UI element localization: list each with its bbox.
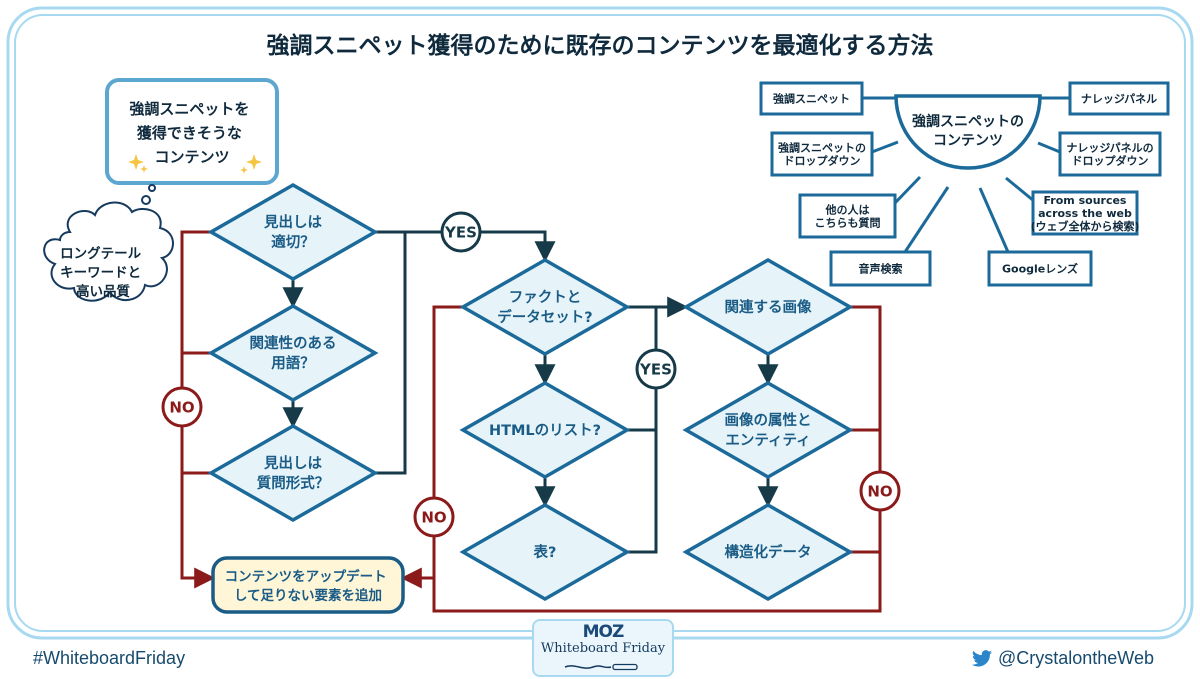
hub-item-label: ナレッジパネル xyxy=(1081,93,1157,106)
page-title: 強調スニペット獲得のために既存のコンテンツを最適化する方法 xyxy=(267,32,934,59)
twitter-handle: @CrystalontheWeb xyxy=(971,648,1154,669)
hub-spoke xyxy=(893,175,922,205)
decision-diamond: 関連性のある用語？ xyxy=(207,303,379,403)
svg-text:ロングテール キーワードと 高い品質: ロングテール キーワードと 高い品質 xyxy=(60,245,146,300)
hub-center xyxy=(894,94,1042,170)
start-box-line: 獲得できそうな xyxy=(137,124,242,142)
hub-spoke xyxy=(1037,141,1061,154)
flow-shapes: 見出しは適切？ 関連性のある用語？ 見出しは質問形式？ ファクトとデータセット? HTM… xyxy=(161,182,901,602)
decision-diamond-label: 見出しは適切？ xyxy=(263,213,322,251)
decision-diamond-label: 関連性のある用語？ xyxy=(250,334,337,372)
hub-item-label: 他の人はこちらも質問 xyxy=(815,203,881,230)
decision-diamond: 見出しは適切？ xyxy=(207,182,379,282)
svg-text:NO: NO xyxy=(169,399,194,417)
connector xyxy=(375,232,407,475)
thought-line: キーワードと xyxy=(60,265,141,281)
snippet-types-hub: 強調スニペットのコンテンツ 強調スニペット強調スニペットのドロップダウン他の人はこ… xyxy=(759,81,1170,287)
decision-diamond-label: ファクトとデータセット? xyxy=(497,289,592,326)
hashtag-label: #WhiteboardFriday xyxy=(33,648,186,668)
hub-spoke xyxy=(978,187,1010,253)
hub-spoke xyxy=(871,140,899,154)
marker-pen-icon xyxy=(564,663,638,671)
thought-cloud: ロングテール キーワードと 高い品質 xyxy=(43,201,174,302)
decision-diamond-label: 構造化データ xyxy=(725,543,812,561)
connector xyxy=(432,305,882,613)
connector xyxy=(375,230,556,263)
thought-line: 高い品質 xyxy=(76,283,130,300)
decision-diamond: 表? xyxy=(459,502,631,602)
hub-item-label: ナレッジパネルのドロップダウン xyxy=(1066,142,1153,168)
update-box-line: コンテンツをアップデート xyxy=(225,568,387,585)
hub-item-box: 他の人はこちらも質問 xyxy=(798,193,897,239)
hub-item-label: 強調スニペットのドロップダウン xyxy=(778,141,866,168)
sparkle-icon xyxy=(128,154,148,173)
decision-diamond: HTMLのリスト? xyxy=(459,380,631,480)
decision-diamond: ファクトとデータセット? xyxy=(459,257,631,357)
svg-text:NO: NO xyxy=(867,483,892,501)
moz-subtitle: Whiteboard Friday xyxy=(540,641,666,656)
decision-diamond-label: 見出しは質問形式？ xyxy=(257,454,330,492)
yes-badge: YES xyxy=(440,211,482,253)
update-content-box: コンテンツをアップデート して足りない要素を追加 xyxy=(211,556,405,614)
decision-diamond: 関連する画像 xyxy=(682,257,854,357)
hub-item-label: Googleレンズ xyxy=(1002,262,1078,276)
hub-item-box: ナレッジパネル xyxy=(1068,81,1170,116)
hub-item-box: Googleレンズ xyxy=(987,250,1093,287)
decision-diamond-label: 表? xyxy=(534,543,557,561)
start-box: 強調スニペットを 獲得できそうな コンテンツ xyxy=(105,78,279,185)
decision-diamond-label: HTMLのリスト? xyxy=(489,423,601,439)
moz-logo: MOZ xyxy=(582,622,625,642)
start-box-line: 強調スニペットを xyxy=(129,100,249,118)
twitter-handle-text: @CrystalontheWeb xyxy=(997,648,1154,668)
decision-diamond-label: 画像の属性とエンティティ xyxy=(725,411,812,449)
no-badge: NO xyxy=(161,386,203,428)
moz-whiteboard-friday-badge: MOZ Whiteboard Friday xyxy=(532,619,674,677)
no-badge: NO xyxy=(859,470,901,512)
hub-spoke xyxy=(903,186,950,253)
decision-diamond: 構造化データ xyxy=(682,502,854,602)
decision-diamond: 画像の属性とエンティティ xyxy=(682,380,854,480)
update-box-line: して足りない要素を追加 xyxy=(234,587,382,604)
hub-item-box: 強調スニペット xyxy=(759,81,864,116)
svg-text:YES: YES xyxy=(639,361,672,379)
hub-item-label: 強調スニペット xyxy=(773,92,850,106)
svg-text:強調スニペットを 獲得できそうな コ: 強調スニペットを 獲得できそうな コンテンツ xyxy=(129,100,254,166)
no-badge: NO xyxy=(413,496,455,538)
twitter-bird-icon xyxy=(971,650,992,667)
hub-item-label: 音声検索 xyxy=(859,262,903,276)
start-box-line: コンテンツ xyxy=(154,148,229,166)
decision-diamond: 見出しは質問形式？ xyxy=(207,423,379,523)
hub-center-label: 強調スニペットのコンテンツ xyxy=(912,113,1024,149)
hub-item-box: ナレッジパネルのドロップダウン xyxy=(1058,131,1162,177)
decision-diamond-label: 関連する画像 xyxy=(725,298,812,316)
thought-line: ロングテール xyxy=(60,245,141,262)
svg-text:コンテンツをアップデート して足りない要素を追加: コンテンツをアップデート して足りない要素を追加 xyxy=(225,568,392,604)
sparkle-icon xyxy=(240,154,262,174)
svg-text:YES: YES xyxy=(444,224,477,242)
hub-item-box: 強調スニペットのドロップダウン xyxy=(770,131,874,177)
yes-badge: YES xyxy=(635,348,677,390)
svg-text:NO: NO xyxy=(421,509,446,527)
hub-item-box: 音声検索 xyxy=(829,250,932,287)
